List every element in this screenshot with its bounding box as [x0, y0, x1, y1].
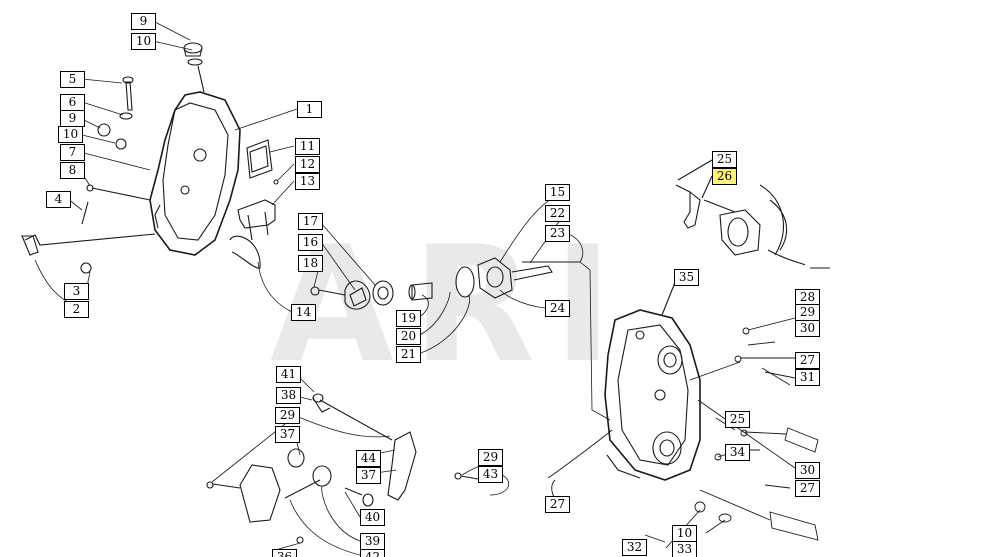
callout-18[interactable]: 18: [298, 255, 323, 272]
callout-30[interactable]: 30: [795, 462, 820, 479]
callout-22[interactable]: 22: [545, 205, 570, 222]
callout-25[interactable]: 25: [725, 411, 750, 428]
callout-44[interactable]: 44: [356, 450, 381, 467]
callout-29[interactable]: 29: [275, 407, 300, 424]
callout-27[interactable]: 27: [545, 496, 570, 513]
callout-34[interactable]: 34: [725, 444, 750, 461]
callout-17[interactable]: 17: [298, 213, 323, 230]
upper-right-bracket: [675, 159, 830, 269]
callout-29[interactable]: 29: [795, 304, 820, 321]
callout-2[interactable]: 2: [64, 301, 89, 318]
callout-35[interactable]: 35: [674, 269, 699, 286]
callout-14[interactable]: 14: [291, 304, 316, 321]
lower-linkage: [206, 393, 496, 544]
callout-7[interactable]: 7: [60, 144, 85, 161]
callout-40[interactable]: 40: [360, 509, 385, 526]
callout-37[interactable]: 37: [275, 426, 300, 443]
callout-27[interactable]: 27: [795, 480, 820, 497]
callout-20[interactable]: 20: [396, 328, 421, 345]
callout-5[interactable]: 5: [60, 71, 85, 88]
callout-21[interactable]: 21: [396, 346, 421, 363]
chaincase-housing: [149, 91, 241, 256]
callout-9[interactable]: 9: [60, 110, 85, 127]
callout-42[interactable]: 42: [360, 549, 385, 557]
callout-27[interactable]: 27: [795, 352, 820, 369]
callout-6[interactable]: 6: [60, 94, 85, 111]
callout-15[interactable]: 15: [545, 184, 570, 201]
callout-10[interactable]: 10: [672, 525, 697, 542]
gearbox-housing: [604, 279, 701, 481]
callout-38[interactable]: 38: [276, 387, 301, 404]
breather-cap: [183, 42, 205, 93]
callout-37[interactable]: 37: [356, 467, 381, 484]
callout-19[interactable]: 19: [396, 310, 421, 327]
callout-16[interactable]: 16: [298, 234, 323, 251]
callout-41[interactable]: 41: [276, 366, 301, 383]
callout-23[interactable]: 23: [545, 225, 570, 242]
callout-4[interactable]: 4: [46, 191, 71, 208]
callout-24[interactable]: 24: [545, 300, 570, 317]
shaft-assembly: [310, 257, 580, 310]
callout-32[interactable]: 32: [622, 539, 647, 556]
callout-36[interactable]: 36: [272, 549, 297, 557]
callout-12[interactable]: 12: [295, 156, 320, 173]
callout-25[interactable]: 25: [712, 151, 737, 168]
callout-39[interactable]: 39: [360, 533, 385, 550]
callout-43[interactable]: 43: [478, 466, 503, 483]
callout-10[interactable]: 10: [58, 126, 83, 143]
callout-1[interactable]: 1: [297, 101, 322, 118]
callout-13[interactable]: 13: [295, 173, 320, 190]
callout-10[interactable]: 10: [131, 33, 156, 50]
callout-3[interactable]: 3: [64, 283, 89, 300]
callout-8[interactable]: 8: [60, 162, 85, 179]
callout-31[interactable]: 31: [795, 369, 820, 386]
callout-26[interactable]: 26: [712, 168, 737, 185]
callout-29[interactable]: 29: [478, 449, 503, 466]
callout-9[interactable]: 9: [131, 13, 156, 30]
callout-33[interactable]: 33: [672, 541, 697, 557]
callout-30[interactable]: 30: [795, 320, 820, 337]
callout-11[interactable]: 11: [295, 138, 320, 155]
